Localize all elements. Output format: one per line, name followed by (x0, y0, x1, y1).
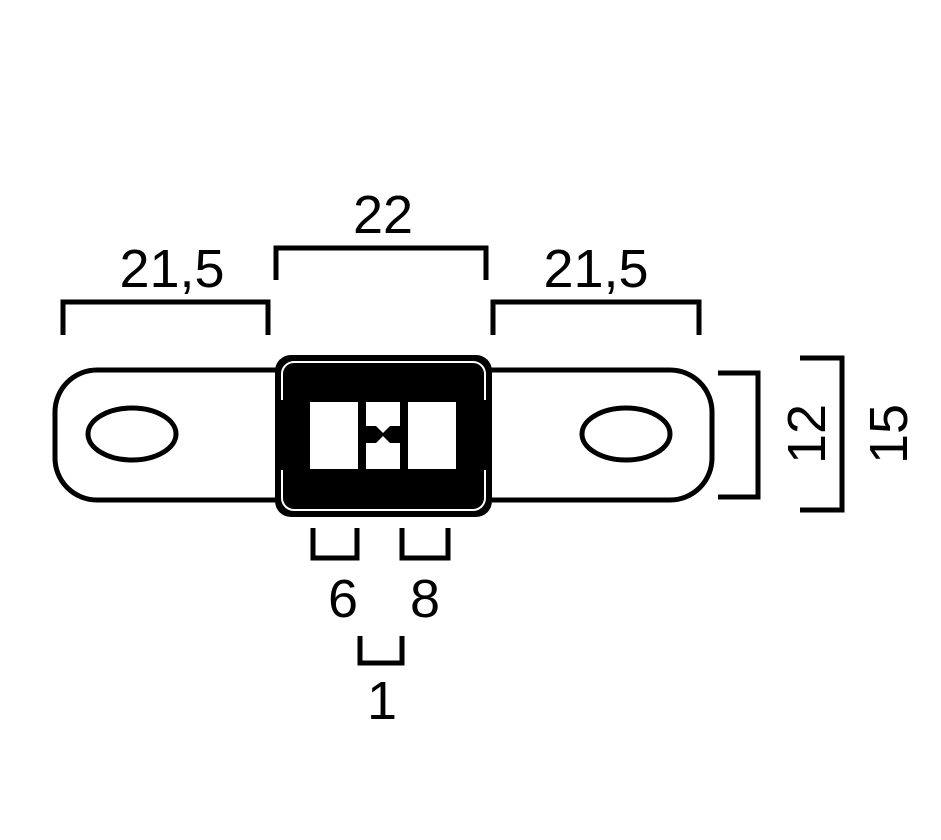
label-gap: 1 (367, 671, 397, 731)
label-body-width: 22 (353, 185, 413, 245)
dim-bracket-body-width (273, 245, 489, 280)
dim-bracket-tab-height (718, 370, 761, 500)
dim-bracket-left-tab (60, 299, 271, 335)
fuse-element (366, 402, 400, 469)
label-tab-height: 12 (777, 404, 837, 464)
dim-bracket-gap (357, 636, 405, 666)
dim-bracket-window-left (310, 528, 360, 561)
right-mounting-hole (579, 405, 673, 463)
label-left-tab: 21,5 (119, 239, 224, 299)
left-window (310, 402, 358, 469)
fuse-body (275, 355, 492, 517)
label-body-height: 15 (859, 404, 919, 464)
dim-bracket-window-right (399, 528, 451, 561)
dim-bracket-body-height (800, 355, 845, 513)
label-window-left: 6 (328, 569, 358, 629)
label-right-tab: 21,5 (543, 239, 648, 299)
right-window (408, 402, 456, 469)
dim-bracket-right-tab (490, 299, 702, 335)
left-mounting-hole (85, 405, 179, 463)
label-window-right: 8 (410, 569, 440, 629)
